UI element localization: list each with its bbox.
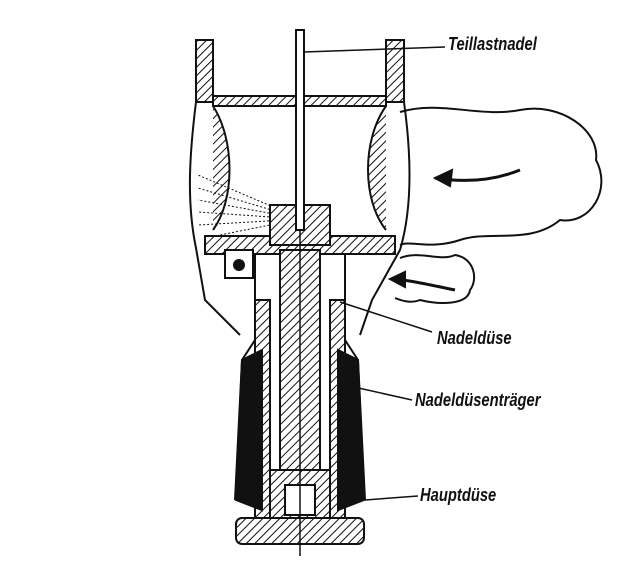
label-nadelduese: Nadeldüse [437,328,512,348]
air-bleed-cloud [394,253,476,304]
tube-wall-right [385,39,405,103]
leader-nadelduesentraeger [344,384,413,401]
leader-nadelduese [339,301,433,333]
air-flow-cloud [399,106,603,246]
label-teillastnadel: Teillastnadel [448,34,537,54]
leader-teillastnadel [303,46,446,53]
leader-hauptduese [364,495,419,501]
venturi-body [188,101,411,336]
partial-load-needle [295,29,305,231]
label-hauptduese: Hauptdüse [420,485,497,505]
tube-wall-left [195,39,214,103]
needle-jet-carrier [234,348,263,512]
label-nadelduesentraeger: Nadeldüsenträger [415,390,541,410]
